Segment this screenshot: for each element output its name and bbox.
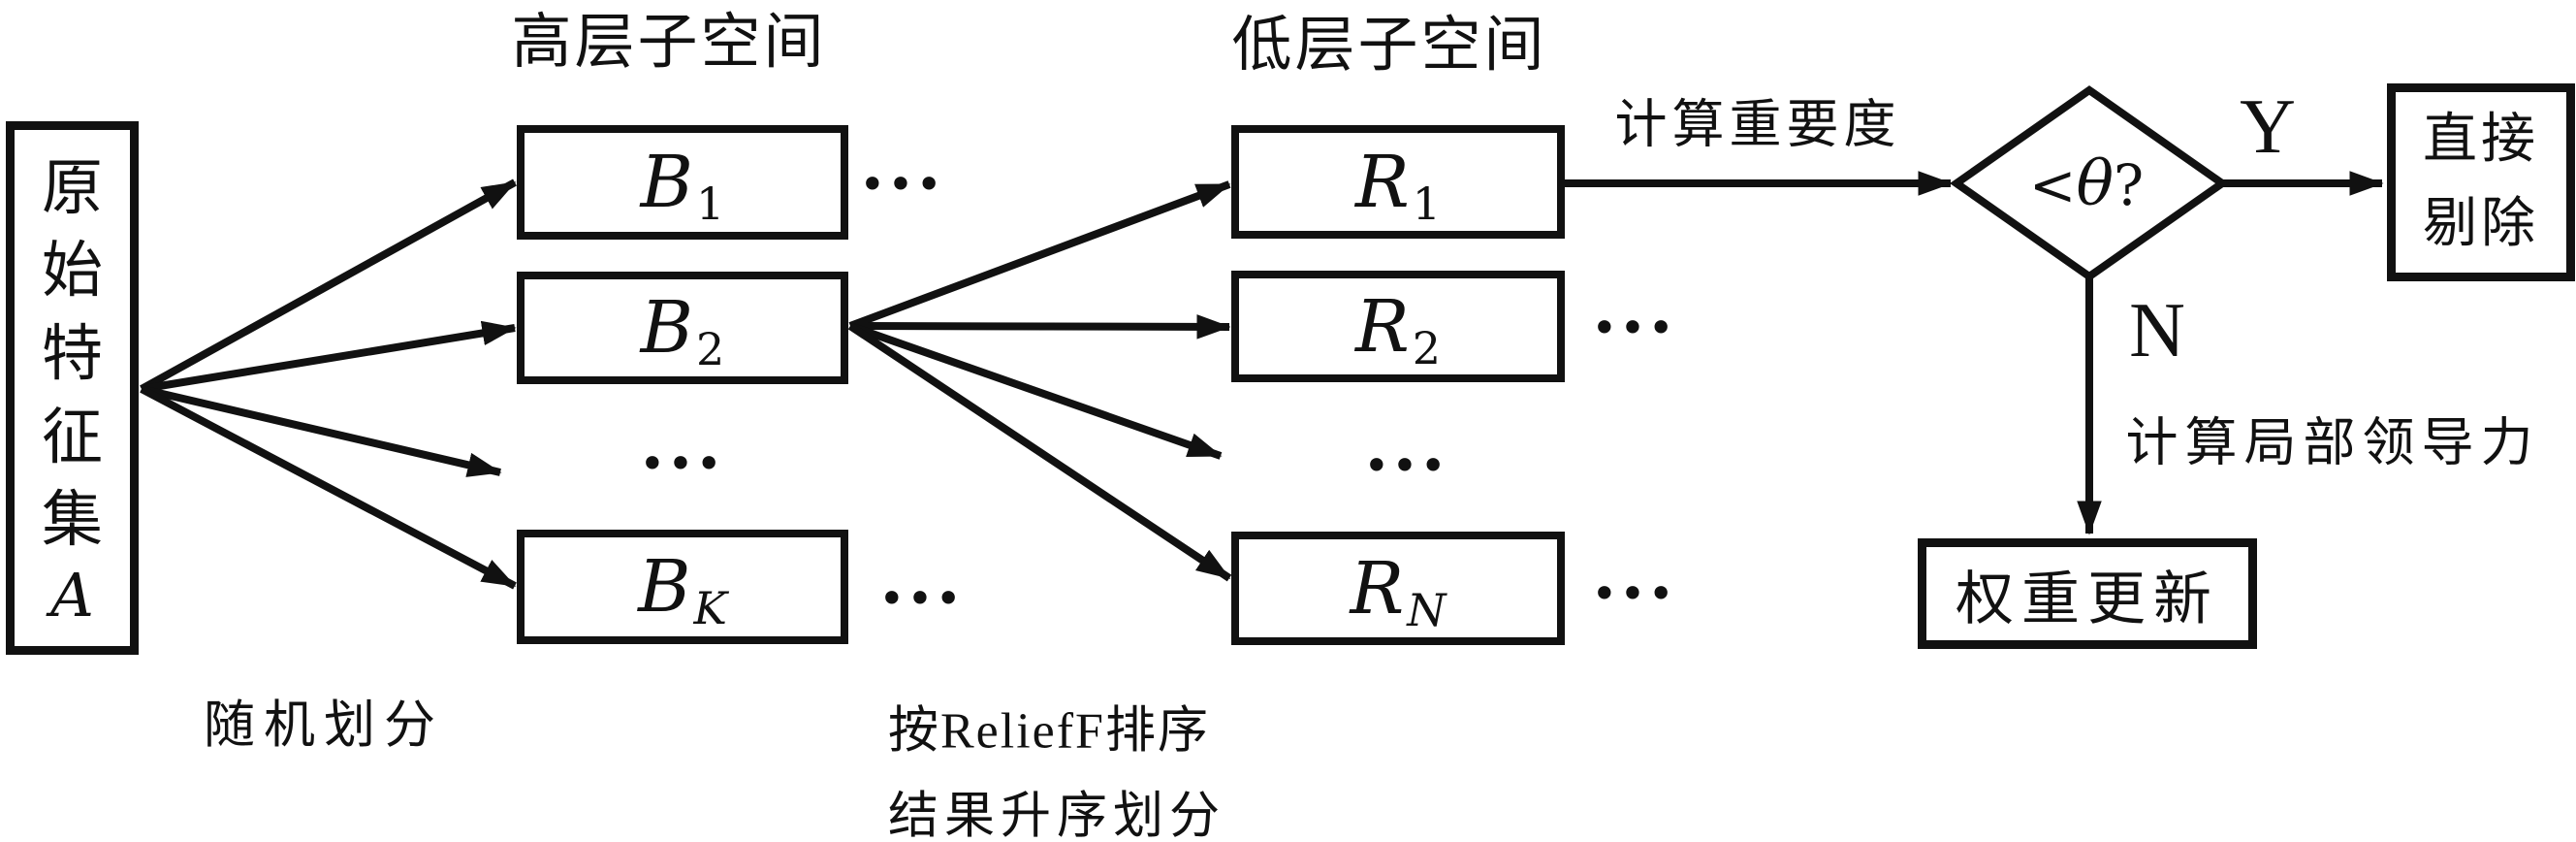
ellipsis-b-column: ••• <box>639 437 724 490</box>
relieff-sort-line2: 结果升序划分 <box>888 789 1226 842</box>
branch-no-label: N <box>2129 288 2185 373</box>
b1-base: B <box>640 141 694 224</box>
b2-base: B <box>640 286 694 370</box>
decision-question: ? <box>2114 152 2145 218</box>
ellipsis-right-of-b1: ••• <box>859 158 944 210</box>
ellipsis-right-of-rn: ••• <box>1591 567 1676 620</box>
direct-remove-line2: 剔除 <box>2423 194 2539 254</box>
original-feature-set-variable: A <box>50 560 94 632</box>
weight-update-text: 权重更新 <box>1956 567 2219 632</box>
direct-remove-line1: 直接 <box>2423 110 2539 171</box>
ellipsis-right-of-bk: ••• <box>878 572 964 625</box>
compute-importance-label: 计算重要度 <box>1614 95 1901 154</box>
decision-theta: θ <box>2076 148 2115 220</box>
ellipsis-r-column: ••• <box>1363 439 1448 492</box>
original-feature-set-text: 原始特征集 <box>42 153 103 555</box>
ellipsis-right-of-r2: ••• <box>1591 302 1676 354</box>
random-partition-label: 随机划分 <box>204 697 444 754</box>
arrow-a-to-b2 <box>141 320 517 393</box>
arrow-b2-to-r2 <box>849 314 1231 340</box>
bk-base: B <box>638 545 691 629</box>
relieff-sort-line1: 按ReliefF排序 <box>888 703 1210 760</box>
branch-yes-label: Y <box>2240 84 2296 170</box>
compute-local-leadership-label: 计算局部领导力 <box>2125 413 2540 472</box>
decision-condition: <θ? <box>2029 148 2144 220</box>
decision-lt: < <box>2028 152 2077 218</box>
arrow-a-to-b-ellipsis <box>141 385 502 477</box>
r2-base: R <box>1355 284 1410 369</box>
decision-diamond <box>1950 85 2229 281</box>
r1-base: R <box>1355 140 1410 224</box>
arrow-a-to-b1 <box>140 178 517 393</box>
low-subspace-title: 低层子空间 <box>1231 13 1547 79</box>
high-subspace-title: 高层子空间 <box>511 10 827 76</box>
arrow-b2-to-r-ellipsis <box>848 322 1223 460</box>
rn-base: R <box>1350 546 1405 631</box>
arrow-b2-to-r1 <box>848 180 1231 330</box>
node-weight-update: 权重更新 <box>1918 538 2257 649</box>
arrow-a-to-bk <box>140 385 517 590</box>
arrow-b2-to-rn <box>847 322 1232 582</box>
node-original-feature-set: 原始特征集 A <box>6 121 139 655</box>
node-direct-remove: 直接 剔除 <box>2387 83 2575 281</box>
